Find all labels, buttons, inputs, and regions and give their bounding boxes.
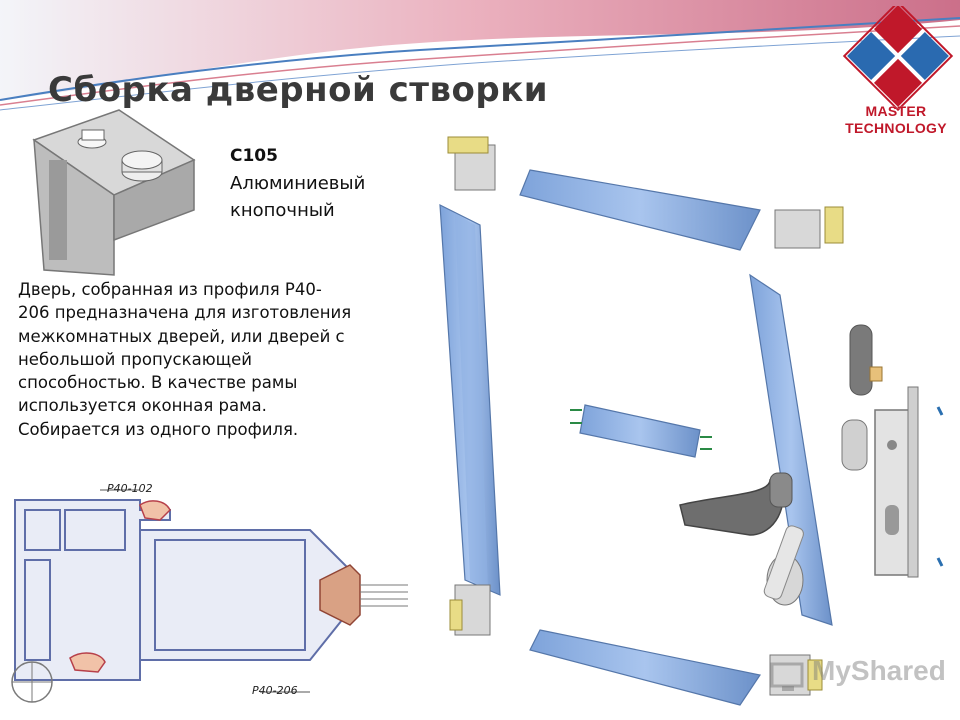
profile-cross-section: P40-102 P40-206 [10,480,410,710]
profile-label-top: P40-102 [107,482,153,495]
profile-label-bottom: P40-206 [252,684,298,697]
master-technology-logo-icon [842,6,954,112]
description-line: 206 предназначена для изготовления [18,303,352,323]
description-line: небольшой пропускающей [18,349,253,369]
description-line: Дверь, собранная из профиля Р40- [18,280,322,299]
watermark-text: MyShared [812,655,946,686]
description-line: межкомнатных дверей, или дверей с [18,326,345,346]
description-line: способностью. В качестве рамы [18,373,298,393]
door-assembly-illustration [439,136,944,706]
description-line: используется оконная рама. [18,396,267,416]
description-text: Дверь, собранная из профиля Р40- 206 пре… [18,278,428,441]
c105-part-image [32,109,196,276]
part-code: C105 [230,146,278,166]
watermark-icon [770,662,804,691]
logo-text-technology: TECHNOLOGY [845,120,947,136]
part-name-line2: кнопочный [230,200,335,221]
logo-text-master: MASTER [865,103,927,119]
header-banner [0,0,960,111]
part-name: Алюминиевый кнопочный [230,170,430,224]
slide-title: Сборка дверной створки [48,70,549,110]
description-line: Собирается из одного профиля. [18,419,299,439]
part-name-line1: Алюминиевый [230,173,366,194]
